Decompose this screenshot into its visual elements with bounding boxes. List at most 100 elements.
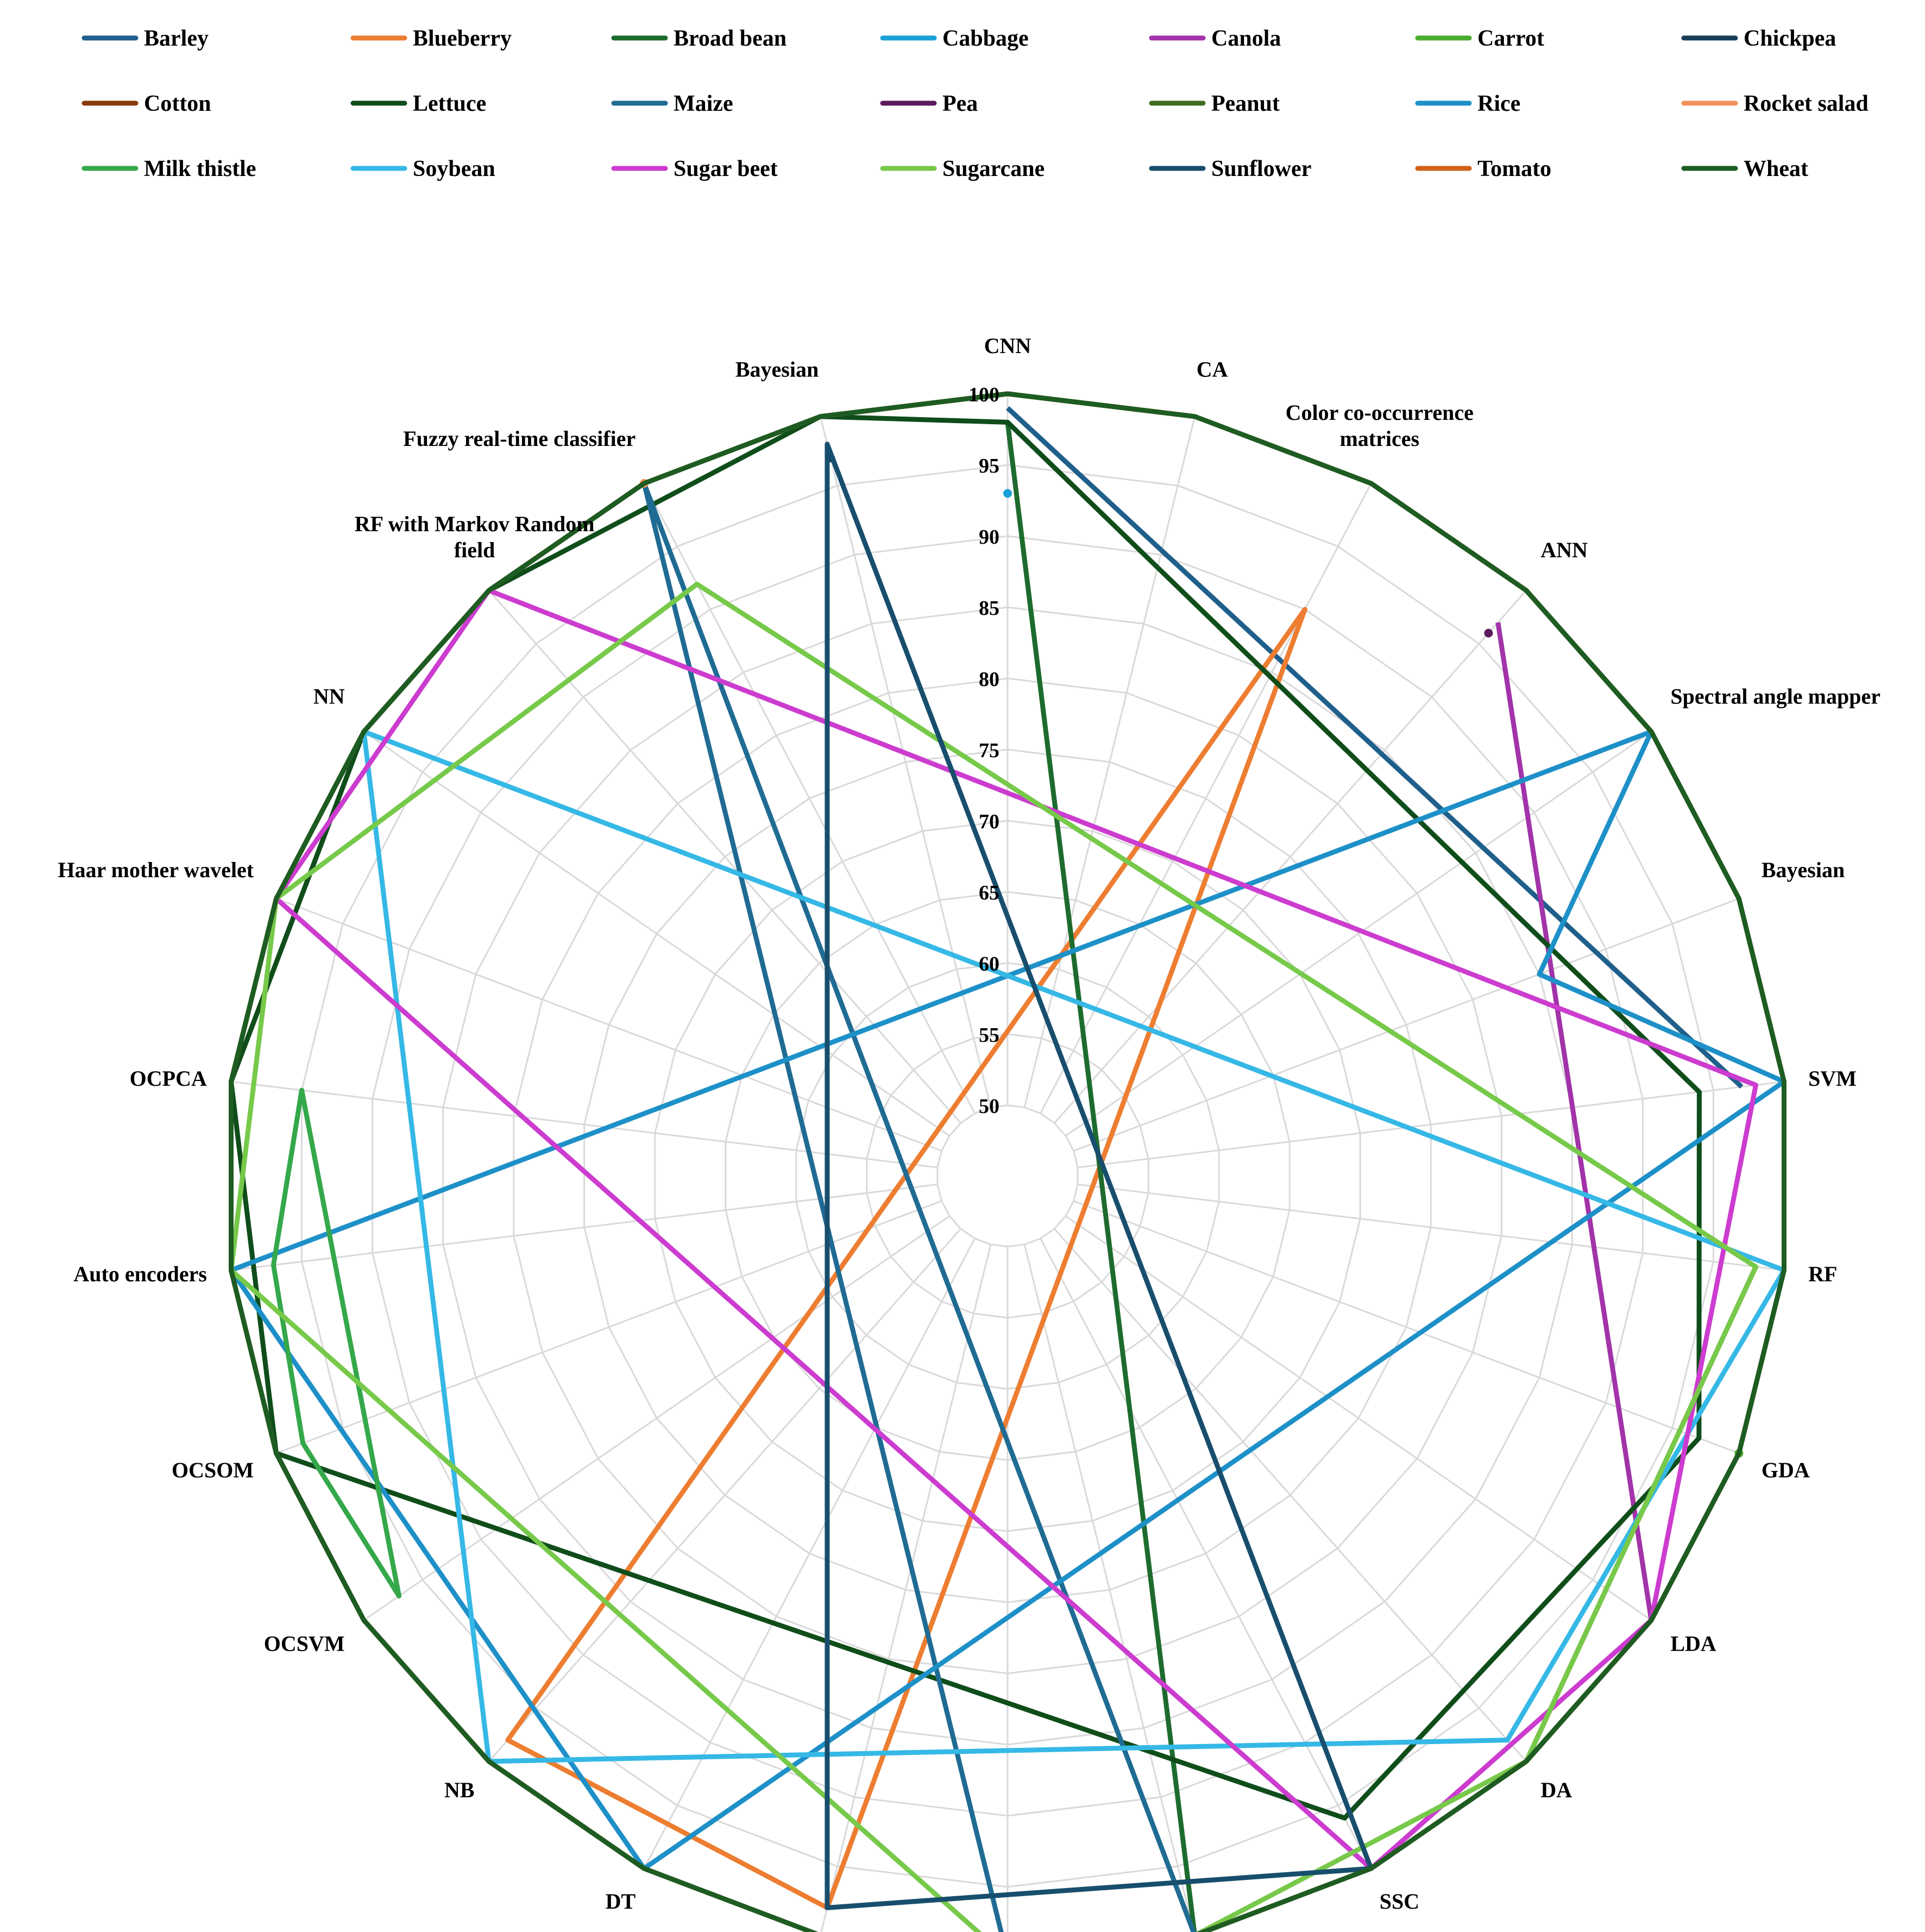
legend-item-sunflower: Sunflower [1149,156,1311,181]
grid-ring [936,1104,1079,1248]
grid-spoke [276,897,942,1152]
legend-item-peanut: Peanut [1149,91,1280,116]
legend-label: Tomato [1477,156,1551,181]
legend-label: Pea [942,91,978,116]
grid-spoke [643,1238,976,1869]
legend-label: Barley [144,26,209,51]
tick-label-95: 95 [979,455,999,477]
grid-spoke [488,590,961,1124]
tick-label-65: 65 [979,882,999,904]
tick-label-70: 70 [979,810,999,833]
legend-label: Peanut [1211,91,1280,116]
grid-spoke [1054,590,1527,1124]
series-sugarcane [229,582,1758,1932]
grid-spoke [643,483,976,1114]
series-pea [1484,628,1493,638]
axis-label-svm: SVM [1808,1066,1857,1091]
grid-spoke [1054,1228,1527,1762]
legend-item-blueberry: Blueberry [350,26,512,51]
series-lettuce [229,414,1702,1821]
legend-label: Sugarcane [942,156,1045,181]
tick-label-80: 80 [979,668,999,691]
legend-item-milk-thistle: Milk thistle [81,156,256,181]
tick-label-90: 90 [979,526,999,549]
legend-item-maize: Maize [611,91,733,116]
axis-label-lda: LDA [1670,1631,1716,1656]
legend-item-sugar-beet: Sugar beet [611,156,778,181]
axis-label-rf: RF [1808,1262,1837,1286]
series-broad-bean [1005,421,1197,1932]
axis-label-ann: ANN [1540,538,1588,562]
legend-item-lettuce: Lettuce [350,91,486,116]
legend-item-tomato: Tomato [1415,156,1551,181]
series-milk-thistle [271,1087,402,1599]
grid-spoke [1073,897,1739,1152]
axis-label-bayesian: Bayesian [735,357,819,381]
legend-item-rice: Rice [1415,91,1520,116]
legend-item-pea: Pea [880,91,978,116]
legend-item-cotton: Cotton [81,91,211,116]
legend-label: Chickpea [1744,26,1836,51]
series-canola [1495,622,1654,1621]
legend-item-rocket-salad: Rocket salad [1681,91,1869,116]
tick-label-100: 100 [968,383,999,406]
legend-item-chickpea: Chickpea [1681,26,1836,51]
axis-label-haar-mother-wavelet: Haar mother wavelet [58,858,254,882]
legend-item-cabbage: Cabbage [880,26,1029,51]
tick-label-50: 50 [979,1095,999,1118]
tick-label-55: 55 [979,1024,999,1047]
axis-label-nb: NB [444,1778,475,1802]
series-sunflower [825,442,1374,1910]
grid-spoke [1040,483,1372,1114]
legend-label: Rocket salad [1744,91,1869,116]
grid-spoke [276,1200,942,1455]
legend-label: Canola [1211,26,1281,51]
series-sugar-beet [274,588,1758,1871]
grid-spoke [1023,1244,1195,1932]
grid-spoke [488,1228,961,1762]
legend-label: Blueberry [413,26,512,51]
legend-label: Lettuce [413,91,486,116]
legend-item-carrot: Carrot [1415,26,1544,51]
grid-spoke [1077,1184,1784,1272]
legend-item-broad-bean: Broad bean [611,26,787,51]
legend-label: Soybean [413,156,495,181]
axis-label-gda: GDA [1762,1458,1810,1482]
axis-label-ocpca: OCPCA [130,1066,207,1091]
axis-label-ca: CA [1197,357,1228,381]
grid-spoke [363,731,950,1137]
grid-spoke [819,416,992,1108]
tick-label-75: 75 [979,739,999,762]
legend-label: Cabbage [942,26,1029,51]
legend-label: Cotton [144,91,211,116]
grid-spoke [1073,1200,1739,1455]
axis-label-auto-encoders: Auto encoders [73,1262,207,1286]
legend: Barley Blueberry Broad bean Cabbage Canola Ca… [81,26,1869,181]
legend-item-barley: Barley [81,26,209,51]
axis-label-ssc: SSC [1380,1889,1419,1914]
grid-spoke [1065,731,1652,1137]
axis-label-nn: NN [313,684,345,709]
series-rice [229,729,1786,1871]
axis-label-ocsom: OCSOM [172,1458,254,1482]
axis-label-da: DA [1540,1778,1572,1802]
legend-label: Sugar beet [674,156,778,181]
grid-spoke [820,1244,992,1932]
series-maize [641,481,1197,1932]
axis-label-spectral-angle-mapper: Spectral angle mapper [1670,684,1880,709]
legend-label: Rice [1477,91,1520,116]
legend-item-wheat: Wheat [1681,156,1808,181]
axis-label-dt: DT [606,1889,636,1914]
axis-label-bayesian: Bayesian [1762,858,1845,882]
series-layer [229,391,1786,1932]
legend-item-sugarcane: Sugarcane [880,156,1045,181]
series-cabbage [1003,489,1012,498]
grid-spoke [1077,1080,1784,1168]
grid-spoke [1040,1238,1372,1869]
legend-label: Broad bean [674,26,787,51]
legend-label: Milk thistle [144,156,256,181]
